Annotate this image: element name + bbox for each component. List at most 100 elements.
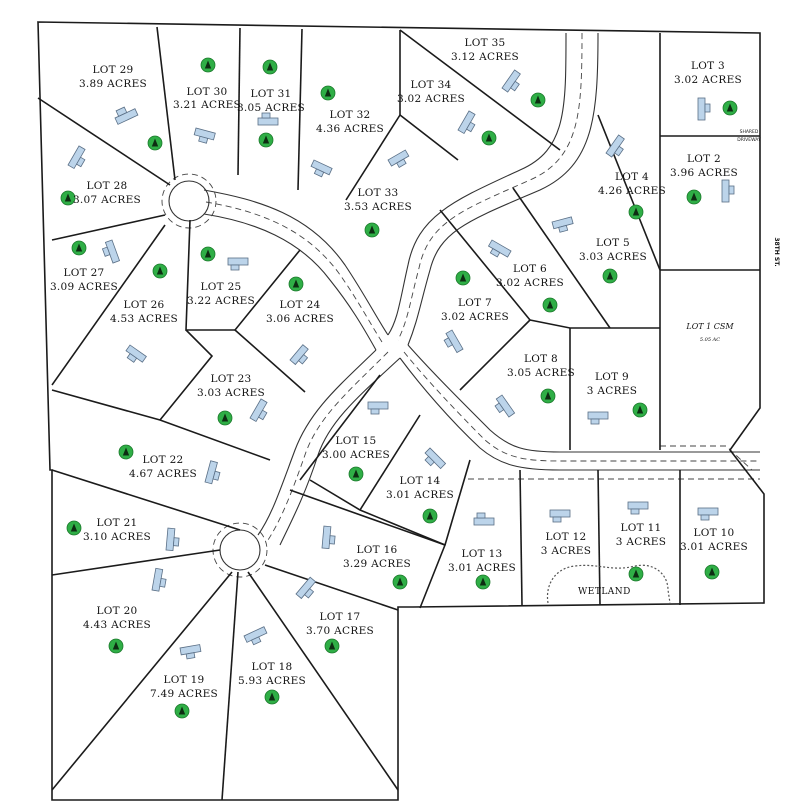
lot-25-label: Lot 25 [200, 281, 241, 293]
house-icon [179, 644, 202, 660]
lot-12-label: Lot 12 [545, 531, 586, 543]
house-icon [289, 344, 309, 366]
lot-4-acres: 4.26 Acres [598, 185, 666, 197]
house-icon [125, 344, 147, 363]
tree-icon [147, 135, 163, 151]
house-icon [310, 159, 333, 178]
house-icon [587, 411, 609, 425]
lot-14-acres: 3.01 Acres [386, 489, 454, 501]
lot-9-acres: 3 Acres [587, 385, 638, 397]
lot-32-label: Lot 32 [329, 109, 370, 121]
tree-icon [60, 190, 76, 206]
lot-19-label: Lot 19 [163, 674, 204, 686]
tree-icon [174, 703, 190, 719]
tree-icon [108, 638, 124, 654]
lot-21-label: Lot 21 [96, 517, 137, 529]
house-icon [487, 239, 512, 258]
lot-33-label: Lot 33 [357, 187, 398, 199]
lot-23-label: Lot 23 [210, 373, 251, 385]
lot-2-acres: 3.96 Acres [670, 167, 738, 179]
lot-30-label: Lot 30 [186, 86, 227, 98]
lot-5-label: Lot 5 [596, 237, 630, 249]
lot-27-label: Lot 27 [63, 267, 104, 279]
house-icon [721, 179, 735, 203]
house-icon [605, 134, 625, 158]
house-icon [67, 145, 86, 170]
lot-boundaries [37, 21, 765, 801]
lot-7-label: Lot 7 [458, 297, 492, 309]
lot-29-label: Lot 29 [92, 64, 133, 76]
lot-34-acres: 3.02 Acres [397, 93, 465, 105]
lot-33-acres: 3.53 Acres [344, 201, 412, 213]
lot-26-acres: 4.53 Acres [110, 313, 178, 325]
driveway-label-line1: SHARED [740, 129, 759, 135]
tree-icon [628, 204, 644, 220]
lot-21-acres: 3.10 Acres [83, 531, 151, 543]
csm-lot-acres: 5.05 AC [700, 337, 720, 343]
tree-icon [66, 520, 82, 536]
tree-icon [200, 246, 216, 262]
tree-icon [422, 508, 438, 524]
tree-icon [392, 574, 408, 590]
tree-icon [118, 444, 134, 460]
driveway-label-line2: DRIVEWAY [737, 137, 761, 143]
house-icon [114, 106, 139, 125]
lot-11-label: Lot 11 [620, 522, 661, 534]
lot-11-acres: 3 Acres [616, 536, 667, 548]
lot-13-label: Lot 13 [461, 548, 502, 560]
tree-icon [530, 92, 546, 108]
tree-icon [152, 263, 168, 279]
lot-7-acres: 3.02 Acres [441, 311, 509, 323]
house-icon [165, 527, 180, 552]
house-icon [473, 512, 495, 526]
lot-18-label: Lot 18 [251, 661, 292, 673]
tree-icon [258, 132, 274, 148]
house-icon [549, 509, 571, 523]
tree-icon [217, 410, 233, 426]
house-icon [193, 127, 216, 144]
house-icon [257, 112, 279, 126]
lot-6-label: Lot 6 [513, 263, 547, 275]
house-icon [627, 501, 649, 515]
house-icon [101, 239, 121, 264]
lot-22-label: Lot 22 [142, 454, 183, 466]
lot-4-label: Lot 4 [615, 171, 649, 183]
tree-icon [542, 297, 558, 313]
lot-5-acres: 3.03 Acres [579, 251, 647, 263]
lot-28-acres: 3.07 Acres [73, 194, 141, 206]
lot-16-acres: 3.29 Acres [343, 558, 411, 570]
lot-15-label: Lot 15 [335, 435, 376, 447]
tree-icon [320, 85, 336, 101]
lot-20-acres: 4.43 Acres [83, 619, 151, 631]
house-icon [424, 447, 447, 470]
lot-10-label: Lot 10 [693, 527, 734, 539]
lot-6-acres: 3.02 Acres [496, 277, 564, 289]
tree-icon [348, 466, 364, 482]
tree-icon [200, 57, 216, 73]
lot-34-label: Lot 34 [410, 79, 451, 91]
lot-12-acres: 3 Acres [541, 545, 592, 557]
lot-24-label: Lot 24 [279, 299, 320, 311]
csm-lot-label: Lot 1 CSM [685, 322, 734, 331]
lot-17-acres: 3.70 Acres [306, 625, 374, 637]
lot-31-label: Lot 31 [250, 88, 291, 100]
lot-15-acres: 3.00 Acres [322, 449, 390, 461]
lot-23-acres: 3.03 Acres [197, 387, 265, 399]
house-icon [295, 576, 317, 600]
lot-24-acres: 3.06 Acres [266, 313, 334, 325]
house-icon [249, 398, 268, 423]
lot-16-label: Lot 16 [356, 544, 397, 556]
tree-icon [71, 240, 87, 256]
lot-3-label: Lot 3 [691, 60, 725, 72]
tree-icon [364, 222, 380, 238]
lot-8-label: Lot 8 [524, 353, 558, 365]
lot-8-acres: 3.05 Acres [507, 367, 575, 379]
lot-2-label: Lot 2 [687, 153, 721, 165]
tree-icon [264, 689, 280, 705]
lot-20-label: Lot 20 [96, 605, 137, 617]
tree-icon [324, 638, 340, 654]
lot-28-label: Lot 28 [86, 180, 127, 192]
house-icon [443, 329, 464, 354]
lot-labels: Lot 29 3.89 Acres Lot 30 3.21 Acres Lot … [50, 37, 748, 700]
